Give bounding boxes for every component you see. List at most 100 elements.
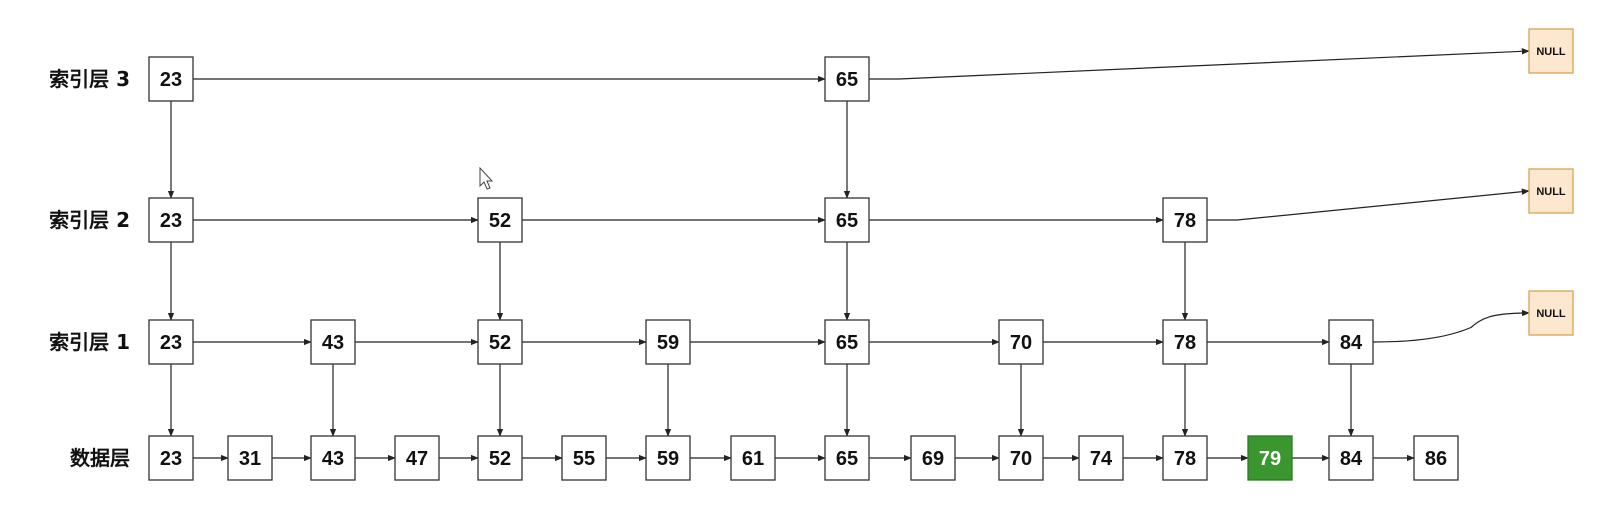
layer-label-index3: 索引层 3 xyxy=(49,67,130,91)
node-value: 65 xyxy=(836,69,858,91)
node-box xyxy=(148,435,194,481)
node-value: 84 xyxy=(1340,332,1363,354)
node-value: 52 xyxy=(489,448,511,470)
data-node-61: 61 xyxy=(730,435,776,481)
node-box xyxy=(1162,435,1208,481)
node-box xyxy=(1247,435,1293,481)
node-value: 78 xyxy=(1174,210,1196,232)
data-node-78: 78 xyxy=(1162,435,1208,481)
index1-link-to-null xyxy=(1372,309,1530,343)
node-box xyxy=(1328,435,1374,481)
node-value: 69 xyxy=(922,448,944,470)
node-box xyxy=(1162,197,1208,243)
index1-node-23: 23 xyxy=(148,319,194,365)
data-node-23: 23 xyxy=(148,435,194,481)
node-value: 74 xyxy=(1090,448,1113,470)
node-value: 43 xyxy=(322,332,344,354)
index2-null-node: NULL xyxy=(1528,168,1574,214)
index2-node-52: 52 xyxy=(477,197,523,243)
null-box xyxy=(1528,28,1574,74)
null-label: NULL xyxy=(1536,308,1566,320)
node-box xyxy=(824,319,870,365)
node-box xyxy=(645,435,691,481)
null-label: NULL xyxy=(1536,46,1566,58)
data-node-79: 79 xyxy=(1247,435,1293,481)
index2-node-23: 23 xyxy=(148,197,194,243)
node-value: 55 xyxy=(573,448,595,470)
data-node-55: 55 xyxy=(561,435,607,481)
node-box xyxy=(148,56,194,102)
node-value: 70 xyxy=(1010,448,1032,470)
layer-label-index2: 索引层 2 xyxy=(49,208,130,232)
node-value: 31 xyxy=(239,448,261,470)
index3-node-23: 23 xyxy=(148,56,194,102)
node-box xyxy=(561,435,607,481)
layer-label-index1: 索引层 1 xyxy=(49,330,130,354)
data-node-59: 59 xyxy=(645,435,691,481)
null-label: NULL xyxy=(1536,186,1566,198)
node-value: 78 xyxy=(1174,332,1196,354)
index1-node-65: 65 xyxy=(824,319,870,365)
index1-null-node: NULL xyxy=(1528,290,1574,336)
node-value: 84 xyxy=(1340,448,1363,470)
node-box xyxy=(1413,435,1459,481)
index1-node-70: 70 xyxy=(998,319,1044,365)
node-box xyxy=(645,319,691,365)
node-value: 47 xyxy=(406,448,428,470)
index2-node-65: 65 xyxy=(824,197,870,243)
node-box xyxy=(148,197,194,243)
node-box xyxy=(998,435,1044,481)
layer-labels: 索引层 3 索引层 2 索引层 1 数据层 xyxy=(49,67,130,470)
index1-node-84: 84 xyxy=(1328,319,1374,365)
edges xyxy=(167,48,1530,462)
data-node-52: 52 xyxy=(477,435,523,481)
data-node-43: 43 xyxy=(310,435,356,481)
node-value: 70 xyxy=(1010,332,1032,354)
layer-label-data: 数据层 xyxy=(70,446,130,470)
index3-link-to-null xyxy=(869,48,1530,80)
data-node-47: 47 xyxy=(394,435,440,481)
data-node-65: 65 xyxy=(824,435,870,481)
index1-node-43: 43 xyxy=(310,319,356,365)
node-value: 59 xyxy=(657,448,679,470)
node-value: 79 xyxy=(1259,448,1281,470)
node-value: 23 xyxy=(160,448,182,470)
node-box xyxy=(148,319,194,365)
node-value: 23 xyxy=(160,210,182,232)
node-box xyxy=(1162,319,1208,365)
node-box xyxy=(477,435,523,481)
node-value: 43 xyxy=(322,448,344,470)
null-box xyxy=(1528,290,1574,336)
node-value: 65 xyxy=(836,210,858,232)
node-box xyxy=(310,319,356,365)
data-node-86: 86 xyxy=(1413,435,1459,481)
node-box xyxy=(824,435,870,481)
node-box xyxy=(824,197,870,243)
index1-node-78: 78 xyxy=(1162,319,1208,365)
node-value: 52 xyxy=(489,210,511,232)
node-value: 59 xyxy=(657,332,679,354)
node-box xyxy=(227,435,273,481)
index1-node-52: 52 xyxy=(477,319,523,365)
node-value: 23 xyxy=(160,69,182,91)
data-node-70: 70 xyxy=(998,435,1044,481)
data-node-31: 31 xyxy=(227,435,273,481)
node-box xyxy=(824,56,870,102)
index3-node-65: 65 xyxy=(824,56,870,102)
index2-link-to-null xyxy=(1207,188,1530,221)
node-box xyxy=(1328,319,1374,365)
node-value: 65 xyxy=(836,448,858,470)
data-node-84: 84 xyxy=(1328,435,1374,481)
node-value: 86 xyxy=(1425,448,1447,470)
mouse-pointer-icon xyxy=(479,166,494,190)
node-box xyxy=(910,435,956,481)
node-value: 23 xyxy=(160,332,182,354)
data-node-69: 69 xyxy=(910,435,956,481)
null-box xyxy=(1528,168,1574,214)
node-box xyxy=(998,319,1044,365)
node-value: 52 xyxy=(489,332,511,354)
node-value: 78 xyxy=(1174,448,1196,470)
node-box xyxy=(730,435,776,481)
